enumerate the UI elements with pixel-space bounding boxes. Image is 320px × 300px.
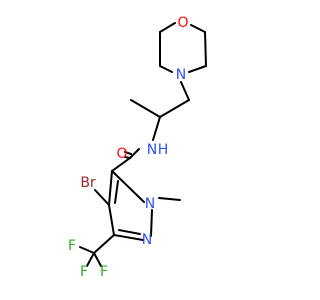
bond-morph-c4-n: [188, 65, 207, 73]
atom-label-fluorine-1: F: [68, 238, 76, 254]
atom-label-amide-h: H: [158, 142, 169, 158]
bond-c4-c5-outer: [108, 170, 113, 206]
atom-label-pyrazole-n2: N: [142, 232, 152, 248]
bond-ch2-ch: [159, 99, 190, 118]
atom-label-amide-n: N: [147, 142, 157, 158]
bond-c5-n1: [111, 170, 145, 203]
bond-ch-methyl: [130, 99, 161, 118]
bond-cf3-f2: [93, 252, 102, 267]
bond-ch-nh: [152, 116, 161, 141]
bond-nh-carbonyl: [129, 148, 140, 159]
bond-morph-c3-c4: [204, 31, 207, 67]
bond-c3-n2-inner: [118, 229, 141, 235]
bond-cf3-f3: [86, 252, 95, 267]
atom-label-pyrazole-n1: N: [145, 196, 155, 212]
bond-morph-o-c2: [190, 24, 206, 33]
bond-c4-br: [94, 189, 110, 206]
bond-c4-c3: [108, 204, 115, 236]
bond-c3-cf3: [93, 234, 115, 254]
bond-n2-n1: [150, 209, 153, 237]
atom-label-morpholine-n: N: [176, 67, 186, 83]
atom-label-fluorine-3: F: [80, 264, 88, 280]
atom-label-bromine: Br: [80, 175, 96, 191]
atom-label-morpholine-o: O: [177, 15, 188, 31]
atom-label-fluorine-2: F: [100, 264, 108, 280]
bond-morph-c1-c2: [159, 22, 176, 33]
bond-c4-c5-inner: [114, 180, 119, 204]
bond-n-ch2: [180, 81, 190, 101]
bond-c3-n2-outer: [113, 234, 144, 241]
bond-n1-methyl: [158, 197, 181, 201]
bond-carbonyl-ring: [111, 157, 131, 172]
bond-morph-n-c5: [159, 65, 173, 73]
bond-cf3-f1: [79, 246, 95, 254]
atom-label-carbonyl-o: O: [116, 146, 127, 162]
molecule-structure-diagram: O N N H O Br N N F F F: [68, 15, 207, 280]
bond-carbonyl-o-2: [124, 151, 132, 155]
